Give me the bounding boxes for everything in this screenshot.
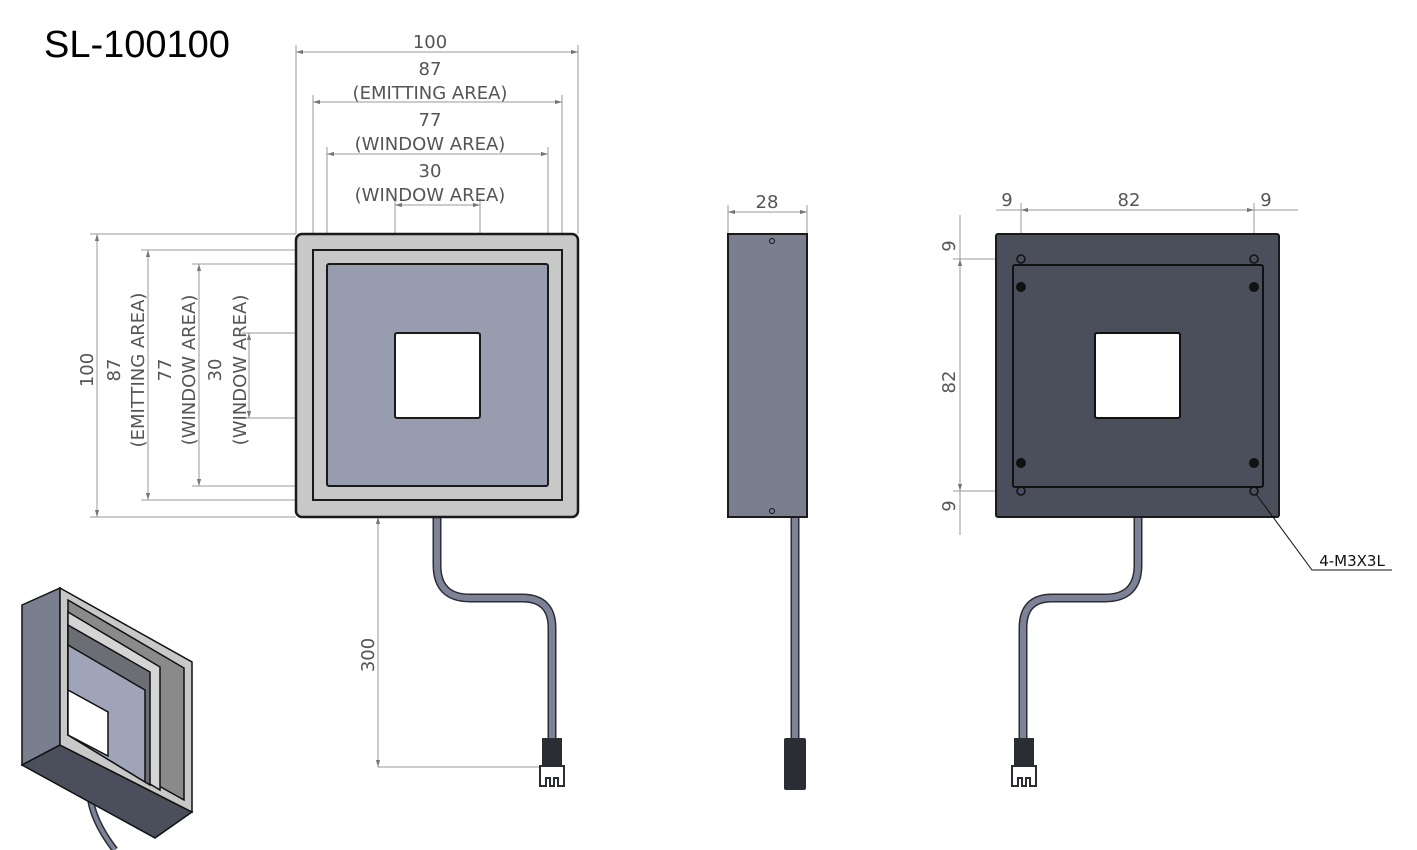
- mounting-hole-icon: [1249, 486, 1259, 496]
- dim-top-left-9: 9: [1001, 190, 1012, 211]
- front-view: 100 87 (EMITTING AREA) 77 (WINDOW AREA) …: [77, 32, 580, 787]
- mounting-holes: [1016, 254, 1259, 496]
- screw-icon: [1249, 282, 1259, 292]
- label-window-area-vertical: (WINDOW AREA): [179, 295, 200, 446]
- label-inner-window-area: (WINDOW AREA): [355, 185, 506, 206]
- back-cable: [1018, 512, 1143, 747]
- dim-width-100: 100: [413, 32, 447, 53]
- dim-side-bottom-9: 9: [939, 500, 960, 511]
- hole-callout: 4-M3X3L: [1319, 552, 1385, 570]
- side-screw-icon: [769, 508, 775, 514]
- screw-icon: [1016, 282, 1026, 292]
- label-inner-window-area-vertical: (WINDOW AREA): [230, 295, 251, 446]
- side-view: 28: [727, 192, 808, 790]
- dim-emitting-87: 87: [419, 59, 442, 80]
- callout-leader: [1255, 493, 1392, 571]
- dim-side-top-9: 9: [939, 240, 960, 251]
- label-emitting-area-vertical: (EMITTING AREA): [128, 293, 149, 448]
- mounting-hole-icon: [1016, 254, 1026, 264]
- side-screw-icon: [769, 238, 775, 244]
- screw-icon: [1016, 458, 1026, 468]
- dim-depth-28: 28: [756, 192, 779, 213]
- screw-icon: [1249, 458, 1259, 468]
- mounting-hole-icon: [1016, 486, 1026, 496]
- model-title: SL-100100: [44, 24, 230, 66]
- label-emitting-area: (EMITTING AREA): [353, 83, 508, 104]
- dim-inner-height-30: 30: [205, 359, 226, 382]
- dim-window-height-77: 77: [155, 359, 176, 382]
- side-housing: [727, 233, 808, 518]
- front-dimension-lines: [94, 49, 578, 767]
- side-connector: [784, 738, 806, 790]
- front-cable: [432, 512, 557, 747]
- dim-top-mid-82: 82: [1118, 190, 1141, 211]
- front-connector: [539, 738, 565, 787]
- center-aperture: [394, 332, 481, 419]
- label-window-area: (WINDOW AREA): [355, 134, 506, 155]
- dim-window-77: 77: [419, 110, 442, 131]
- isometric-view: [20, 586, 194, 850]
- dim-cable-300: 300: [358, 638, 379, 672]
- plate-screws: [1016, 282, 1259, 468]
- mounting-hole-icon: [1249, 254, 1259, 264]
- back-connector: [1011, 738, 1037, 787]
- dim-inner-30: 30: [419, 161, 442, 182]
- dim-side-mid-82: 82: [939, 371, 960, 394]
- dim-emitting-height-87: 87: [104, 359, 125, 382]
- back-aperture: [1094, 332, 1181, 419]
- dim-top-right-9: 9: [1260, 190, 1271, 211]
- back-view: 9 82 9 9 82 9 4-M3X3L: [939, 190, 1392, 787]
- dim-height-100: 100: [77, 353, 98, 387]
